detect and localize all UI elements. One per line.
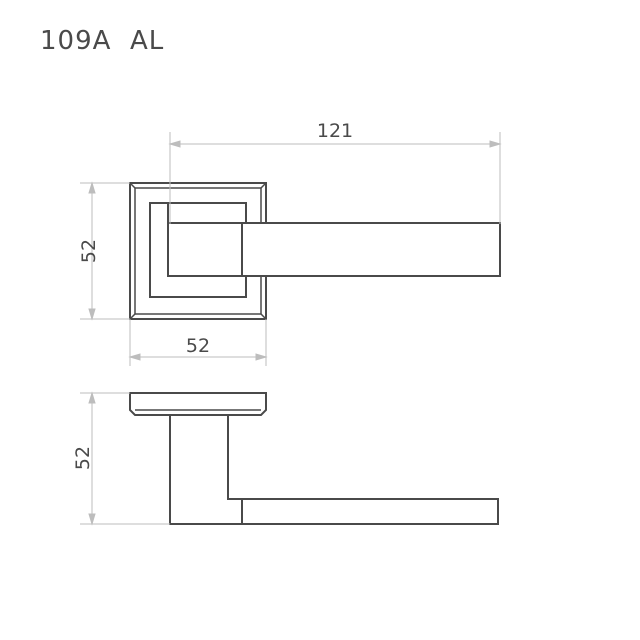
- lever-side: [169, 415, 499, 525]
- dimension-label-52-horizontal: 52: [186, 335, 210, 357]
- dimension-label-52-vertical: 52: [78, 239, 100, 263]
- rose-bevel-corner: [129, 182, 136, 189]
- lever-front: [167, 222, 501, 277]
- rose-bevel-corner: [260, 182, 267, 189]
- front-dimensions: [80, 132, 502, 366]
- arrowheads: [88, 181, 96, 321]
- model-title: 109A AL: [40, 26, 165, 56]
- dimension-label-52-side: 52: [72, 446, 94, 470]
- arrowheads: [88, 391, 96, 526]
- side-view: [129, 392, 499, 525]
- arrowheads: [168, 140, 502, 148]
- dimension-label-121: 121: [317, 120, 353, 142]
- arrowheads: [128, 353, 268, 361]
- front-view: [129, 182, 501, 320]
- rose-plate-side: [129, 392, 267, 416]
- rose-bevel-corner: [260, 313, 267, 320]
- rose-bevel-corner: [129, 313, 136, 320]
- side-dimensions: [80, 391, 170, 526]
